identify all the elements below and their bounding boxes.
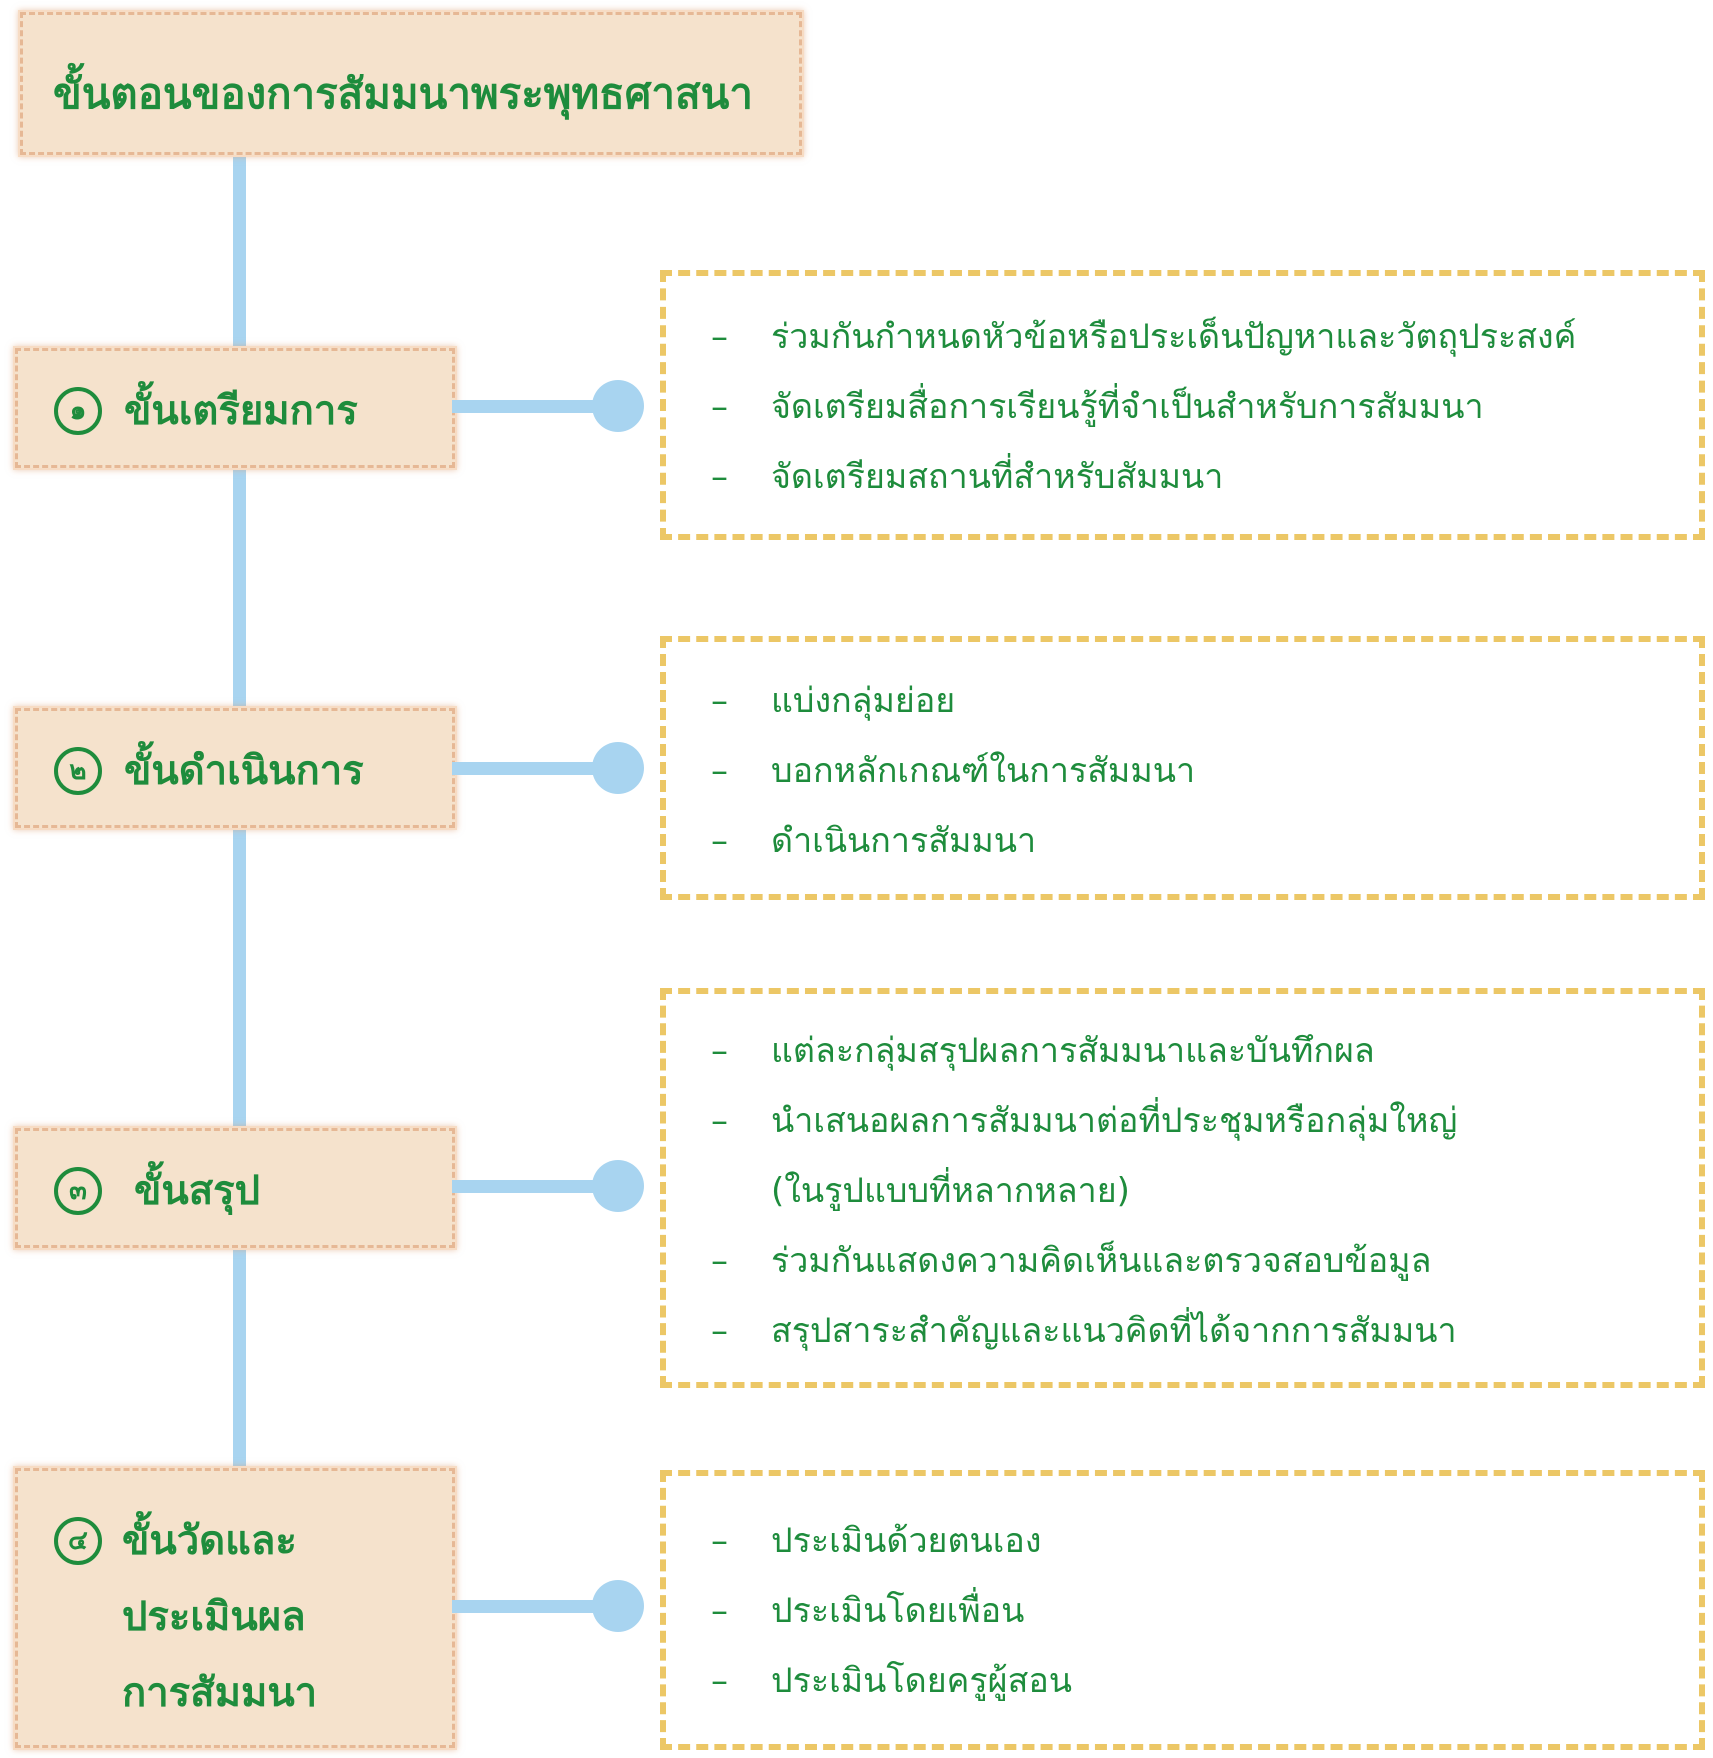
list-item: – ร่วมกันกำหนดหัวข้อหรือประเด็นปัญหาและวั… — [711, 302, 1576, 372]
step-3-panel: – แต่ละกลุ่มสรุปผลการสัมมนาและบันทึกผล – น… — [660, 988, 1705, 1388]
step-1-label-line: ขั้นเตรียมการ — [124, 388, 358, 434]
list-item-text: ประเมินด้วยตนเอง — [771, 1521, 1042, 1561]
bullet-dash: – — [711, 1311, 728, 1351]
step-1-dot — [592, 380, 644, 432]
step-4-box: ๔ ขั้นวัดและ ประเมินผล การสัมมนา — [15, 1468, 455, 1748]
step-3-label-line: ขั้นสรุป — [134, 1168, 260, 1214]
bullet-dash: – — [711, 751, 728, 791]
step-4-dot — [592, 1580, 644, 1632]
list-item-text: จัดเตรียมสื่อการเรียนรู้ที่จำเป็นสำหรับก… — [771, 387, 1484, 427]
step-4-label: ขั้นวัดและ ประเมินผล การสัมมนา — [122, 1503, 317, 1731]
step-1-label: ขั้นเตรียมการ — [124, 373, 358, 449]
list-item-text: ประเมินโดยครูผู้สอน — [771, 1661, 1072, 1701]
step-2-number: ๒ — [54, 747, 102, 795]
step-4-connector — [452, 1600, 612, 1613]
step-4-number: ๔ — [54, 1517, 102, 1565]
list-item-text: ดำเนินการสัมมนา — [771, 821, 1037, 861]
step-4-label-line: ประเมินผล — [122, 1594, 306, 1640]
step-3-number: ๓ — [54, 1167, 102, 1215]
step-4-list: – ประเมินด้วยตนเอง – ประเมินโดยเพื่อน – ประ… — [711, 1506, 1072, 1716]
list-item: – บอกหลักเกณฑ์ในการสัมมนา — [711, 736, 1195, 806]
list-item: – ร่วมกันแสดงความคิดเห็นและตรวจสอบข้อมูล — [711, 1226, 1457, 1296]
bullet-dash: – — [711, 1521, 728, 1561]
step-2-label: ขั้นดำเนินการ — [124, 733, 364, 809]
bullet-dash: – — [711, 1031, 728, 1071]
step-3-list: – แต่ละกลุ่มสรุปผลการสัมมนาและบันทึกผล – น… — [711, 1016, 1457, 1366]
list-item-continuation: (ในรูปแบบที่หลากหลาย) — [711, 1156, 1457, 1226]
bullet-dash: – — [711, 1101, 728, 1141]
bullet-dash: – — [711, 457, 728, 497]
list-item: – สรุปสาระสำคัญและแนวคิดที่ได้จากการสัมมน… — [711, 1296, 1457, 1366]
list-item-text: บอกหลักเกณฑ์ในการสัมมนา — [771, 751, 1196, 791]
step-2-label-line: ขั้นดำเนินการ — [124, 748, 364, 794]
list-item-text: ประเมินโดยเพื่อน — [771, 1591, 1025, 1631]
step-1-connector — [452, 400, 612, 413]
list-item: – ประเมินโดยครูผู้สอน — [711, 1646, 1072, 1716]
bullet-dash: – — [711, 1241, 728, 1281]
step-1-panel: – ร่วมกันกำหนดหัวข้อหรือประเด็นปัญหาและวั… — [660, 270, 1705, 540]
list-item: – จัดเตรียมสื่อการเรียนรู้ที่จำเป็นสำหรับ… — [711, 372, 1576, 442]
step-3-connector — [452, 1180, 612, 1193]
list-item-text: นำเสนอผลการสัมมนาต่อที่ประชุมหรือกลุ่มให… — [771, 1101, 1458, 1141]
step-3-label: ขั้นสรุป — [134, 1153, 260, 1229]
list-item: – นำเสนอผลการสัมมนาต่อที่ประชุมหรือกลุ่มใ… — [711, 1086, 1457, 1156]
bullet-dash: – — [711, 681, 728, 721]
list-item-text: ร่วมกันแสดงความคิดเห็นและตรวจสอบข้อมูล — [771, 1241, 1432, 1281]
step-1-list: – ร่วมกันกำหนดหัวข้อหรือประเด็นปัญหาและวั… — [711, 302, 1576, 512]
list-item-text: ร่วมกันกำหนดหัวข้อหรือประเด็นปัญหาและวัต… — [771, 317, 1577, 357]
bullet-dash: – — [711, 821, 728, 861]
step-3-box: ๓ ขั้นสรุป — [15, 1128, 455, 1248]
bullet-dash: – — [711, 387, 728, 427]
step-4-label-line: การสัมมนา — [122, 1670, 318, 1716]
list-item-text: (ในรูปแบบที่หลากหลาย) — [771, 1171, 1130, 1211]
step-1-box: ๑ ขั้นเตรียมการ — [15, 348, 455, 468]
step-2-list: –แบ่งกลุ่มย่อย –บอกหลักเกณฑ์ในการสัมมนา … — [711, 666, 1195, 876]
bullet-dash: – — [711, 1591, 728, 1631]
list-item-text: แบ่งกลุ่มย่อย — [771, 681, 956, 721]
diagram-title: ขั้นตอนของการสัมมนาพระพุทธศาสนา — [53, 69, 753, 118]
list-item-text: แต่ละกลุ่มสรุปผลการสัมมนาและบันทึกผล — [771, 1031, 1375, 1071]
list-item: – จัดเตรียมสถานที่สำหรับสัมมนา — [711, 442, 1576, 512]
step-3-dot — [592, 1160, 644, 1212]
step-2-connector — [452, 762, 612, 775]
list-item-text: สรุปสาระสำคัญและแนวคิดที่ได้จากการสัมมนา — [771, 1311, 1457, 1351]
list-item: – แบ่งกลุ่มย่อย — [711, 666, 1195, 736]
step-4-label-line: ขั้นวัดและ — [122, 1518, 297, 1564]
list-item: – ประเมินด้วยตนเอง — [711, 1506, 1072, 1576]
step-2-panel: –แบ่งกลุ่มย่อย –บอกหลักเกณฑ์ในการสัมมนา … — [660, 636, 1705, 900]
list-item: – ดำเนินการสัมมนา — [711, 806, 1195, 876]
step-1-number: ๑ — [54, 387, 102, 435]
title-box: ขั้นตอนของการสัมมนาพระพุทธศาสนา — [20, 12, 802, 155]
bullet-dash: – — [711, 317, 728, 357]
list-item: – ประเมินโดยเพื่อน — [711, 1576, 1072, 1646]
step-2-dot — [592, 742, 644, 794]
list-item: – แต่ละกลุ่มสรุปผลการสัมมนาและบันทึกผล — [711, 1016, 1457, 1086]
step-2-box: ๒ ขั้นดำเนินการ — [15, 708, 455, 828]
bullet-dash: – — [711, 1661, 728, 1701]
list-item-text: จัดเตรียมสถานที่สำหรับสัมมนา — [771, 457, 1224, 497]
step-4-panel: – ประเมินด้วยตนเอง – ประเมินโดยเพื่อน – ประ… — [660, 1470, 1705, 1750]
